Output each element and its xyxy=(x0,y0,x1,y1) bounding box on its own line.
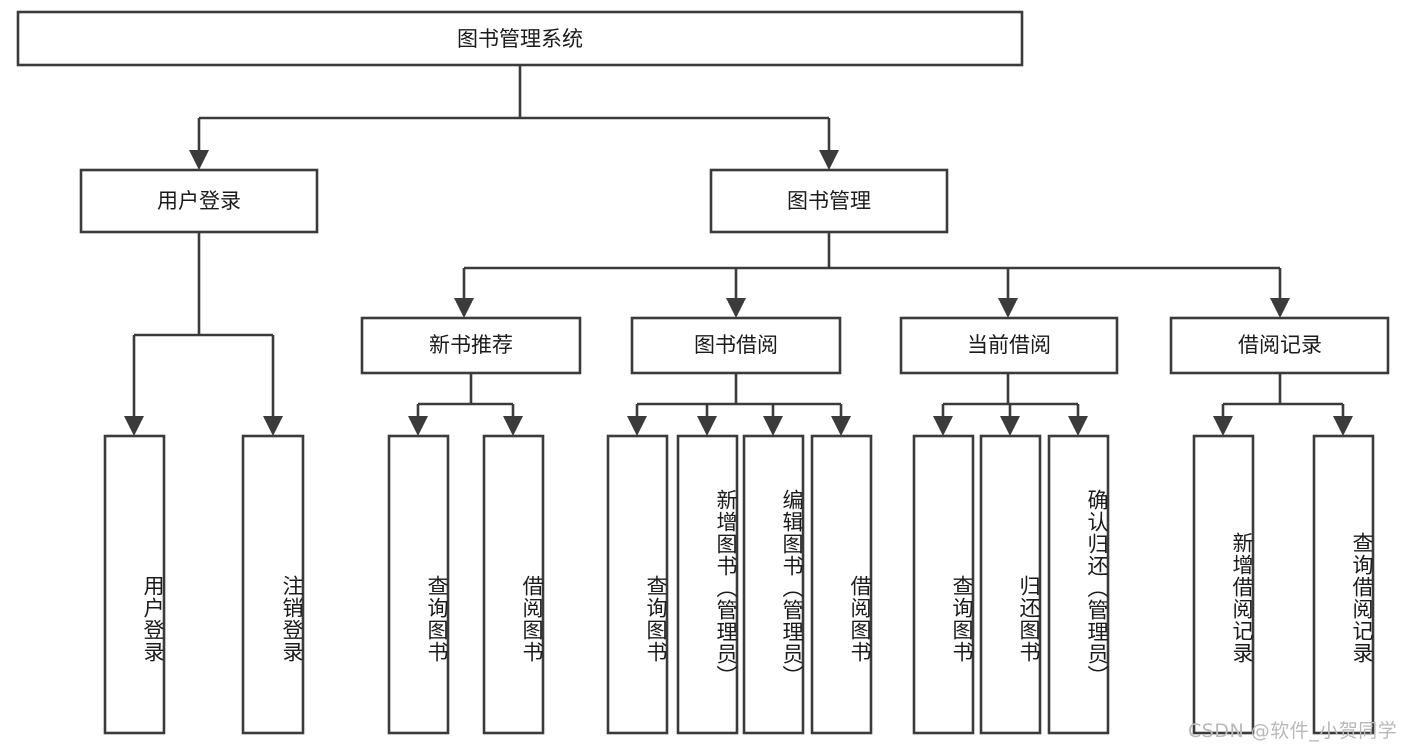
arrow-head-nb-leaf-2 xyxy=(503,416,523,436)
node-borrow-record-label: 借阅记录 xyxy=(1238,333,1322,357)
node-book-borrow-label: 图书借阅 xyxy=(694,333,778,357)
node-root-label: 图书管理系统 xyxy=(457,27,583,51)
arrow-head-cb-leaf-2 xyxy=(1000,416,1020,436)
arrow-head-cb-leaf-3 xyxy=(1068,416,1088,436)
leaf-box-logout[interactable] xyxy=(241,434,305,735)
arrow-head-bb-leaf-2 xyxy=(697,416,717,436)
leaf-boxes xyxy=(103,434,1375,735)
node-book-management-label: 图书管理 xyxy=(787,189,871,213)
arrow-head-leaf-user-login xyxy=(124,416,144,436)
connector-group-new-book-children xyxy=(408,373,523,436)
leaf-box-br-query-record[interactable] xyxy=(1312,434,1375,735)
leaf-box-cb-confirm-return[interactable] xyxy=(1047,434,1110,735)
leaf-box-cb-query-book[interactable] xyxy=(912,434,975,735)
arrow-head-leaf-logout xyxy=(263,416,283,436)
node-current-borrow-box[interactable] xyxy=(899,316,1119,375)
arrow-head-new-book xyxy=(454,298,474,318)
arrow-head-bb-leaf-3 xyxy=(763,416,783,436)
connector-group-root-to-level2 xyxy=(189,65,839,170)
arrow-head-cb-leaf-1 xyxy=(933,416,953,436)
node-user-login-label: 用户登录 xyxy=(157,189,241,213)
node-borrow-record[interactable]: 借阅记录 xyxy=(1169,316,1390,375)
node-current-borrow-label: 当前借阅 xyxy=(967,333,1051,357)
leaf-box-user-login[interactable] xyxy=(103,434,166,735)
node-book-management-box[interactable] xyxy=(709,168,949,234)
node-borrow-record-box[interactable] xyxy=(1169,316,1390,375)
node-book-borrow[interactable]: 图书借阅 xyxy=(630,316,842,375)
leaf-box-cb-return-book[interactable] xyxy=(979,434,1042,735)
connector-group-book-mgmt-children xyxy=(454,232,1290,318)
node-book-management[interactable]: 图书管理 xyxy=(709,168,949,234)
arrow-head-borrow-record xyxy=(1270,298,1290,318)
node-root-box[interactable] xyxy=(16,10,1024,67)
leaf-box-bb-add-book[interactable] xyxy=(676,434,739,735)
arrow-head-book-mgmt xyxy=(819,150,839,170)
arrow-head-nb-leaf-1 xyxy=(408,416,428,436)
leaf-box-br-add-record[interactable] xyxy=(1192,434,1255,735)
connector-group-current-borrow-children xyxy=(933,373,1088,436)
leaf-box-bb-edit-book[interactable] xyxy=(742,434,805,735)
node-user-login-box[interactable] xyxy=(79,168,319,234)
connector-group-user-login-children xyxy=(124,232,283,436)
leaf-box-nb-borrow-book[interactable] xyxy=(482,434,545,735)
arrow-head-user-login xyxy=(189,150,209,170)
node-current-borrow[interactable]: 当前借阅 xyxy=(899,316,1119,375)
arrow-head-current-borrow xyxy=(998,298,1018,318)
connector-group-book-borrow-children xyxy=(627,373,851,436)
arrow-head-br-leaf-2 xyxy=(1333,416,1353,436)
node-user-login[interactable]: 用户登录 xyxy=(79,168,319,234)
node-new-book-recommend[interactable]: 新书推荐 xyxy=(360,316,582,375)
arrow-head-book-borrow xyxy=(726,298,746,318)
node-book-borrow-box[interactable] xyxy=(630,316,842,375)
node-root[interactable]: 图书管理系统 xyxy=(16,10,1024,67)
leaf-box-nb-query-book[interactable] xyxy=(387,434,450,735)
node-new-book-recommend-box[interactable] xyxy=(360,316,582,375)
leaf-box-bb-borrow-book[interactable] xyxy=(810,434,873,735)
connector-group-borrow-record-children xyxy=(1213,373,1353,436)
node-new-book-recommend-label: 新书推荐 xyxy=(429,333,513,357)
leaf-box-bb-query-book[interactable] xyxy=(606,434,669,735)
arrow-head-bb-leaf-4 xyxy=(831,416,851,436)
arrow-head-br-leaf-1 xyxy=(1213,416,1233,436)
csdn-watermark: CSDN @软件_小贺同学 xyxy=(1188,720,1398,742)
arrow-head-bb-leaf-1 xyxy=(627,416,647,436)
